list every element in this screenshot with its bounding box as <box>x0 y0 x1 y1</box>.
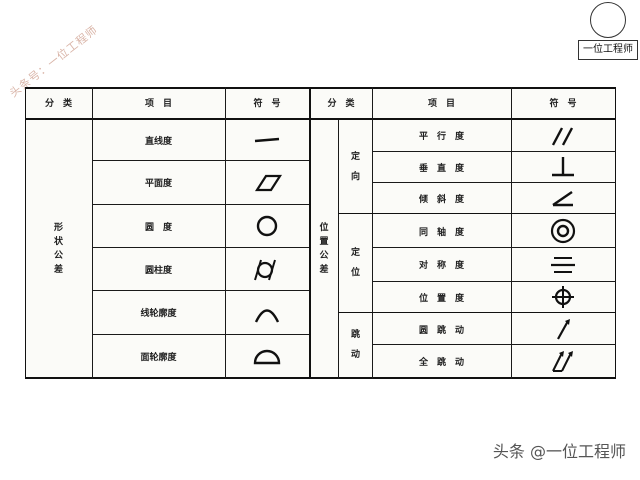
straightness-icon <box>225 120 309 160</box>
right-group-line-2 <box>338 312 616 313</box>
position-item-8: 全 跳 动 <box>418 357 464 368</box>
header-right-category: 分 类 <box>327 99 355 109</box>
concentricity-icon <box>511 215 615 247</box>
header-right-symbol: 符 号 <box>549 99 577 109</box>
col-line-4 <box>372 87 373 379</box>
left-row-line-4 <box>92 290 309 291</box>
position-item-6: 位 置 度 <box>418 293 464 304</box>
right-group-line-1 <box>338 213 616 214</box>
col-line-3 <box>338 120 339 379</box>
border-bottom <box>25 377 616 379</box>
col-line-5 <box>511 87 512 379</box>
header-divider <box>25 118 616 120</box>
position-item-3: 倾 斜 度 <box>418 194 464 205</box>
right-row-line-5 <box>372 344 616 345</box>
perpendicularity-icon <box>511 152 615 182</box>
position-item-4: 同 轴 度 <box>418 227 464 238</box>
tolerance-table: 分 类 项 目 符 号 分 类 项 目 符 号 形 状 公 差 直线度 平面度 … <box>25 87 616 379</box>
left-row-line-3 <box>92 247 309 248</box>
symmetry-icon <box>511 248 615 281</box>
cylindricity-icon <box>225 248 309 290</box>
header-left-symbol: 符 号 <box>253 99 281 109</box>
right-row-line-4 <box>372 281 616 282</box>
right-row-line-1 <box>372 151 616 152</box>
position-icon <box>511 282 615 312</box>
left-row-line-1 <box>92 160 309 161</box>
logo-caption: 一位工程师 <box>578 40 638 60</box>
form-item-2: 平面度 <box>144 179 172 189</box>
border-right <box>615 87 616 379</box>
right-row-line-3 <box>372 247 616 248</box>
right-row-line-2 <box>372 182 616 183</box>
form-item-5: 线轮廓度 <box>140 309 177 319</box>
left-row-line-2 <box>92 204 309 205</box>
border-left <box>25 87 26 379</box>
position-tolerance-group: 位 置 公 差 <box>319 222 329 275</box>
form-item-6: 面轮廓度 <box>140 352 177 363</box>
table-grid: 分 类 项 目 符 号 分 类 项 目 符 号 形 状 公 差 直线度 平面度 … <box>25 87 616 379</box>
header-right-item: 项 目 <box>427 99 455 109</box>
orientation-subgroup: 定 向 <box>350 151 360 182</box>
form-item-1: 直线度 <box>144 136 172 147</box>
total-runout-icon <box>511 345 615 377</box>
parallelism-icon <box>511 120 615 151</box>
col-line-1 <box>92 87 93 379</box>
col-line-2 <box>225 87 226 379</box>
runout-subgroup: 跳 动 <box>350 330 360 360</box>
position-item-1: 平 行 度 <box>418 132 464 142</box>
header-left-category: 分 类 <box>44 99 72 109</box>
circular-runout-icon <box>511 314 615 344</box>
left-row-line-5 <box>92 334 309 335</box>
logo-circle-icon <box>590 2 626 38</box>
position-item-7: 圆 跳 动 <box>418 325 464 336</box>
flatness-icon <box>225 161 309 204</box>
line-profile-icon <box>225 291 309 334</box>
form-tolerance-group: 形 状 公 差 <box>53 222 63 275</box>
circularity-icon <box>225 205 309 247</box>
footer-attribution: 头条 @一位工程师 <box>492 442 626 461</box>
form-item-4: 圆柱度 <box>144 265 172 276</box>
header-left-item: 项 目 <box>144 99 172 109</box>
angularity-icon <box>511 183 615 213</box>
col-divider-center <box>309 87 311 379</box>
location-subgroup: 定 位 <box>350 248 360 278</box>
brand-logo: 一位工程师 <box>578 0 638 62</box>
position-item-2: 垂 直 度 <box>418 163 464 174</box>
form-item-3: 圆 度 <box>144 222 172 233</box>
surface-profile-icon <box>225 335 309 377</box>
border-top <box>25 87 616 89</box>
position-item-5: 对 称 度 <box>418 261 464 271</box>
